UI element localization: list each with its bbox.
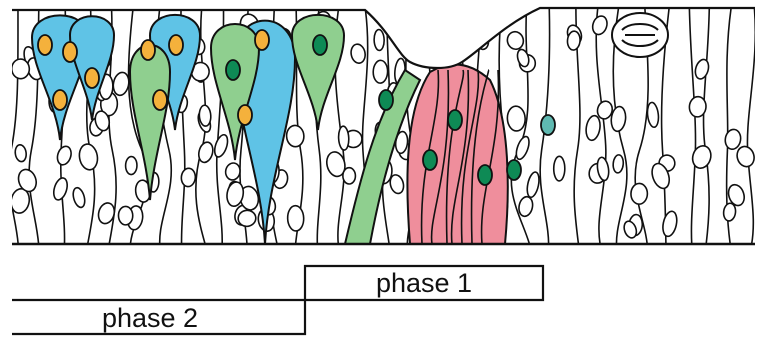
orange-nucleus: [38, 35, 52, 55]
nucleus: [631, 183, 648, 204]
phase-1-bar: phase 1: [12, 266, 543, 300]
nucleus: [374, 29, 385, 50]
dark-green-nucleus: [507, 160, 521, 180]
phase-1-label: phase 1: [376, 268, 472, 298]
phase-2-bar: phase 2: [12, 300, 305, 334]
dark-green-nucleus: [448, 110, 462, 130]
epithelium-cells: [0, 0, 760, 250]
phase-2-label: phase 2: [102, 303, 198, 333]
nucleus: [343, 168, 356, 184]
nucleus: [125, 156, 137, 174]
nucleus: [287, 205, 304, 231]
nucleus: [181, 168, 197, 187]
nucleus: [554, 156, 565, 181]
orange-nucleus: [238, 105, 252, 125]
nucleus: [118, 206, 132, 225]
dark-green-nucleus: [478, 165, 492, 185]
dark-green-nucleus: [379, 90, 393, 110]
orange-nucleus: [255, 30, 269, 50]
orange-nucleus: [85, 68, 99, 88]
orange-nucleus: [63, 42, 77, 62]
nucleus: [286, 125, 304, 147]
orange-nucleus: [53, 90, 67, 110]
dark-green-nucleus: [423, 150, 437, 170]
nucleus: [507, 106, 526, 132]
dark-green-nucleus: [226, 60, 240, 80]
nucleus: [338, 126, 349, 150]
orange-nucleus: [153, 90, 167, 110]
dark-green-nucleus: [313, 35, 327, 55]
orange-nucleus: [169, 35, 183, 55]
nucleus: [11, 59, 30, 80]
orange-nucleus: [141, 40, 155, 60]
nucleus: [470, 30, 483, 47]
teal-nucleus: [541, 115, 555, 135]
nucleus: [199, 105, 212, 127]
nucleus: [373, 60, 388, 83]
